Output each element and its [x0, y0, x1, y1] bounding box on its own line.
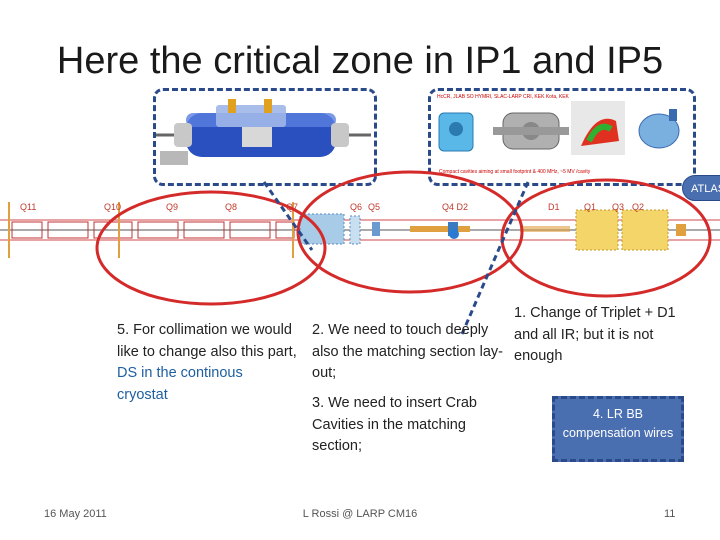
cryomodule-illustration [156, 91, 374, 183]
lattice-layout: Q11 Q10 Q9 Q8 Q7 Q6 Q5 Q4 D2 D1 Q3 Q2 Q1 [0, 190, 720, 270]
cryomodule-image-box [153, 88, 377, 186]
footer-page-number: 11 [664, 508, 675, 520]
label-q5: Q5 [368, 202, 380, 212]
callout-crab-cavities: 3. We need to insert Crab Cavities in th… [312, 393, 504, 458]
label-q8: Q8 [225, 202, 237, 212]
label-q6: Q6 [350, 202, 362, 212]
label-q7: Q7 [286, 202, 298, 212]
label-q9: Q9 [166, 202, 178, 212]
label-d1: D1 [548, 202, 560, 212]
callout-triplet: 1. Change of Triplet + D1 and all IR; bu… [514, 303, 694, 368]
slide-title: Here the critical zone in IP1 and IP5 [0, 40, 720, 83]
cavity-caption-bottom: Compact cavities aiming at small footpri… [439, 169, 590, 175]
label-q10: Q10 [104, 202, 121, 212]
lr-bb-wires-box: 4. LR BB compensation wires [552, 396, 684, 462]
label-q3: Q3 [612, 202, 624, 212]
callout-collimation-highlight: DS in the continous cryostat [117, 365, 243, 403]
callout-collimation-text: 5. For collimation we would like to chan… [117, 322, 297, 360]
callout-collimation: 5. For collimation we would like to chan… [117, 320, 297, 406]
label-q2: Q2 [632, 202, 644, 212]
cavity-caption-top: HcCR, JLAB SO HYMRI, SLAC-LARP CRI, KEK … [437, 94, 569, 100]
callout-matching-section: 2. We need to touch deeply also the matc… [312, 320, 504, 385]
footer-center: L Rossi @ LARP CM16 [0, 508, 720, 520]
label-q11: Q11 [20, 202, 36, 212]
cavity-designs-image-box: HcCR, JLAB SO HYMRI, SLAC-LARP CRI, KEK … [428, 88, 696, 186]
label-q1: Q1 [584, 202, 596, 212]
label-q4d2: Q4 D2 [442, 202, 468, 212]
